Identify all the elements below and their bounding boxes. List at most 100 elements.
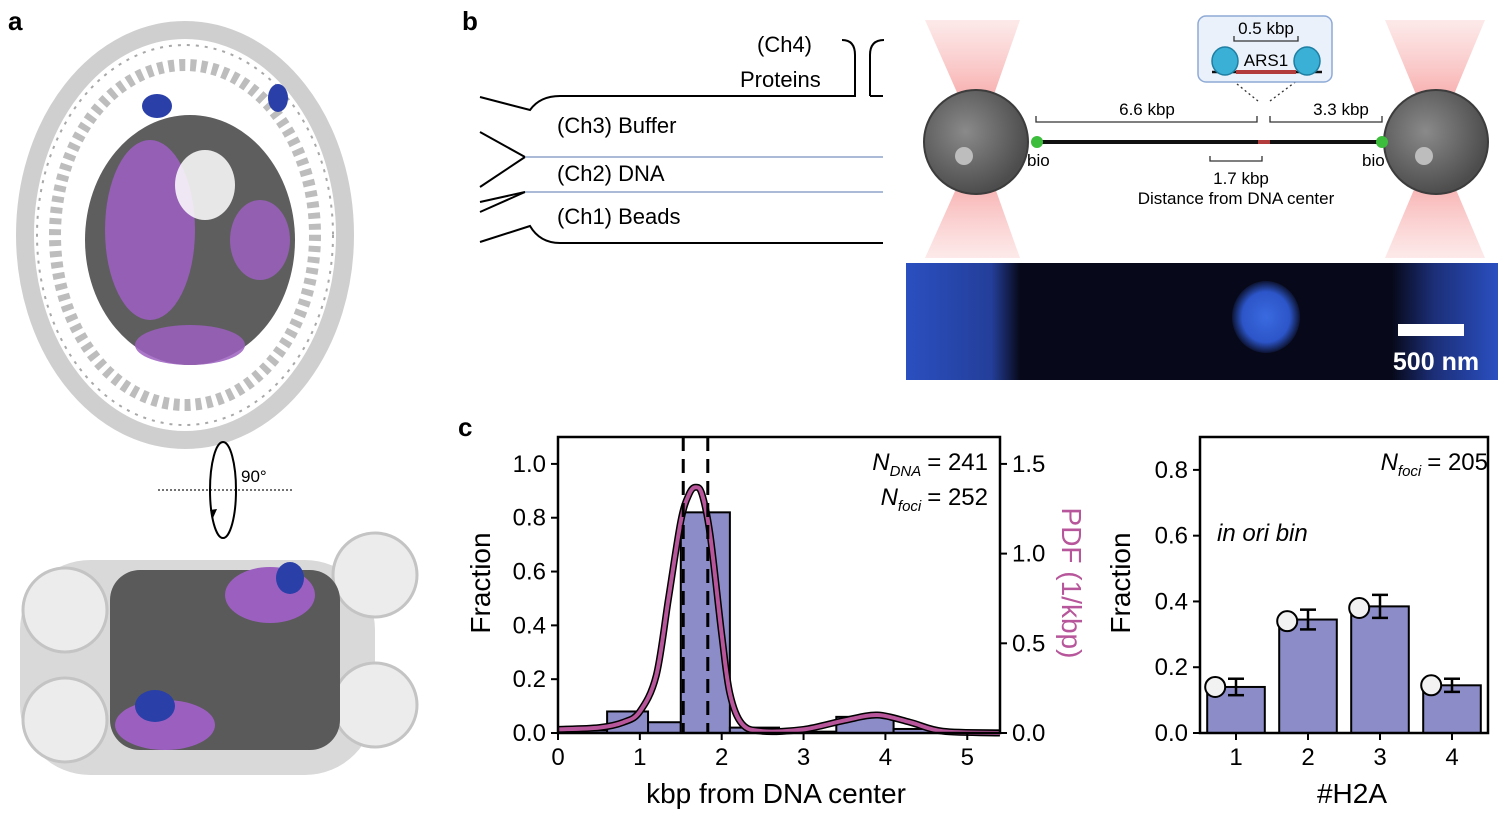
dashed-markers — [681, 437, 710, 733]
h2a-bars — [1206, 605, 1482, 735]
nucleosome-left-icon — [1211, 46, 1239, 76]
histogram-bar-2 — [647, 721, 682, 735]
bead-signal-left — [906, 263, 1020, 380]
protein-focus — [1232, 281, 1300, 353]
y-tick-label-2: 0.4 — [513, 612, 546, 639]
bead-right — [1383, 89, 1489, 195]
y2-tick-label-2: 1.0 — [1012, 541, 1045, 568]
h2a-error-bars — [1228, 593, 1460, 697]
h2a-marker-4 — [1420, 674, 1443, 697]
ch3-divider-lower — [479, 156, 526, 188]
right-arm-label: 3.3 kbp — [1313, 100, 1369, 119]
dna-base-pairs — [36, 44, 334, 426]
n-foci-annotation: Nfoci = 252 — [881, 484, 988, 515]
h2a-x-tick-label-1: 1 — [1229, 744, 1242, 771]
n-dna-value: = 241 — [927, 449, 988, 476]
ch1-label: (Ch1) Beads — [557, 204, 681, 229]
core-gap — [175, 150, 235, 220]
inset-link-right — [1269, 79, 1299, 102]
in-ori-bin-note: in ori bin — [1217, 520, 1308, 547]
origin-label: ARS1 — [1244, 51, 1288, 70]
ch2-divider-lower — [479, 191, 526, 213]
n-dna-symbol: N — [872, 449, 890, 476]
histogram-y2-ticks: 0.00.51.01.5 — [1000, 451, 1045, 747]
n-foci-subscript: foci — [898, 498, 922, 515]
n-foci-symbol: N — [881, 484, 899, 511]
marker-blob-3 — [276, 562, 304, 594]
laser-beam-left-bottom — [925, 140, 1020, 258]
h2a-y-tick-label-3: 0.6 — [1155, 523, 1188, 550]
h2a-marker-3 — [1348, 597, 1371, 620]
x-tick-label-1: 1 — [633, 744, 646, 771]
y2-tick-label-0: 0.0 — [1012, 720, 1045, 747]
optical-trap-schematic: bio bio 6.6 kbp 3.3 kbp 1.7 kbp Distance… — [923, 15, 1489, 258]
ch2-divider-upper — [479, 191, 526, 203]
nucleosome-top-view — [16, 21, 354, 449]
panel-b-label: b — [462, 6, 478, 36]
biotin-left — [1031, 136, 1043, 148]
dna-end-2 — [21, 676, 109, 764]
ch3-label: (Ch3) Buffer — [557, 113, 676, 138]
laser-beam-right-bottom — [1385, 140, 1485, 258]
bead-right-highlight — [1415, 147, 1433, 165]
nucleosome-right-icon — [1293, 46, 1321, 76]
histogram-y-label: Fraction — [465, 532, 496, 633]
offset-caption: Distance from DNA center — [1138, 189, 1335, 208]
histogram-frame — [556, 435, 1002, 735]
rotation-arrow — [209, 441, 237, 539]
h2a-markers — [1204, 597, 1443, 698]
offset-label: 1.7 kbp — [1213, 169, 1269, 188]
n-dna-annotation: NDNA = 241 — [872, 449, 988, 480]
flow-cell-top-wall — [479, 39, 856, 112]
h2a-region-left — [105, 140, 195, 320]
h2a-n-foci-value: = 205 — [1427, 449, 1488, 476]
left-arm-label: 6.6 kbp — [1119, 100, 1175, 119]
h2a-marker-2 — [1276, 610, 1299, 633]
h2a-bar-3 — [1350, 605, 1410, 735]
h2a-bar-2 — [1278, 618, 1338, 734]
h2a-y-tick-label-0: 0.0 — [1155, 720, 1188, 747]
h2a-y-label: Fraction — [1105, 532, 1136, 633]
fluorescence-image: 500 nm — [906, 263, 1498, 380]
bio-right-label: bio — [1362, 151, 1385, 170]
h2a-x-tick-label-2: 2 — [1301, 744, 1314, 771]
rotation-indicator: 90° — [158, 441, 292, 539]
marker-blob-4 — [135, 690, 175, 722]
y2-tick-label-3: 1.5 — [1012, 451, 1045, 478]
n-foci-value: = 252 — [927, 484, 988, 511]
h2a-region-bottom — [135, 325, 245, 365]
panel-a: a 90° — [8, 6, 419, 775]
x-tick-label-2: 2 — [715, 744, 728, 771]
bracket-right-arm — [1269, 116, 1383, 123]
inset-link-left — [1231, 79, 1259, 102]
ch4-name: Proteins — [740, 67, 821, 92]
flow-cell — [479, 39, 885, 244]
h2a-x-label: #H2A — [1317, 778, 1387, 809]
ch4-inlet-right — [869, 39, 885, 96]
bead-signal-right — [1392, 263, 1498, 380]
bracket-left-arm — [1035, 116, 1258, 123]
h2a-y-tick-label-1: 0.2 — [1155, 654, 1188, 681]
laser-beam-left-top — [925, 20, 1020, 140]
n-dna-subscript: DNA — [890, 463, 922, 480]
bracket-inset — [1233, 36, 1299, 42]
panel-c-label: c — [458, 412, 472, 442]
pdf-fit-outline — [557, 483, 1001, 737]
ch2-label: (Ch2) DNA — [557, 161, 665, 186]
bio-left-label: bio — [1027, 151, 1050, 170]
flow-cell-bottom-wall — [479, 224, 883, 244]
dna-end-3 — [331, 531, 419, 619]
h2a-n-foci-annotation: Nfoci= 205 — [1381, 449, 1488, 480]
x-tick-label-3: 3 — [797, 744, 810, 771]
marker-blob-1 — [142, 94, 172, 118]
histogram-y-ticks: 0.00.20.40.60.81.0 — [513, 451, 558, 747]
h2a-region-right — [230, 200, 290, 280]
x-tick-label-0: 0 — [551, 744, 564, 771]
laser-beam-right-top — [1385, 20, 1485, 140]
